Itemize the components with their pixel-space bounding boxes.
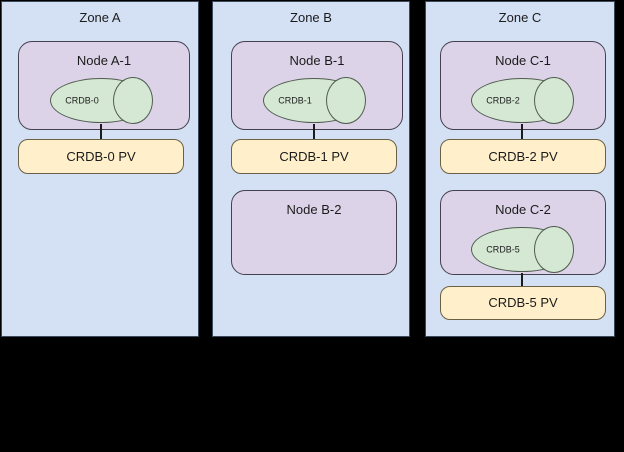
cylinder-cap	[534, 226, 574, 273]
connector-node-c-2-to-pv	[521, 273, 523, 289]
node-b-2-title: Node B-2	[286, 202, 342, 217]
connector-node-c-1-to-pv	[521, 124, 523, 142]
connector-node-b-1-to-pv	[313, 124, 315, 142]
zone-b-title: Zone B	[290, 10, 332, 25]
connector-node-a-1-to-pv	[100, 124, 102, 142]
zone-b: Zone B Node B-1 CRDB-1 CRDB-1 PV Node B-…	[212, 1, 410, 337]
persistent-volume-crdb-5: CRDB-5 PV	[440, 286, 606, 320]
node-c-1: Node C-1 CRDB-2	[440, 41, 606, 130]
pv-label: CRDB-1 PV	[279, 148, 349, 164]
zone-a-title: Zone A	[79, 10, 121, 25]
node-c-1-title: Node C-1	[495, 53, 551, 68]
cylinder-cap	[113, 77, 153, 124]
zone-c-title: Zone C	[498, 10, 542, 25]
persistent-volume-crdb-1: CRDB-1 PV	[231, 139, 397, 174]
persistent-volume-crdb-0: CRDB-0 PV	[18, 139, 184, 174]
node-b-1: Node B-1 CRDB-1	[231, 41, 403, 130]
node-c-2-title: Node C-2	[495, 202, 551, 217]
database-cylinder-crdb-1: CRDB-1	[263, 77, 366, 124]
pv-label: CRDB-0 PV	[66, 148, 136, 164]
database-label: CRDB-2	[486, 95, 520, 105]
cylinder-cap	[326, 77, 366, 124]
node-b-2: Node B-2	[231, 190, 397, 275]
node-a-1: Node A-1 CRDB-0	[18, 41, 190, 130]
database-cylinder-crdb-0: CRDB-0	[50, 77, 153, 124]
pv-label: CRDB-2 PV	[488, 148, 558, 164]
node-c-2: Node C-2 CRDB-5	[440, 190, 606, 275]
pv-label: CRDB-5 PV	[488, 295, 558, 310]
database-cylinder-crdb-5: CRDB-5	[471, 226, 574, 273]
database-label: CRDB-0	[65, 95, 99, 105]
database-cylinder-crdb-2: CRDB-2	[471, 77, 574, 124]
database-label: CRDB-1	[278, 95, 312, 105]
persistent-volume-crdb-2: CRDB-2 PV	[440, 139, 606, 174]
cylinder-cap	[534, 77, 574, 124]
database-label: CRDB-5	[486, 244, 520, 254]
node-a-1-title: Node A-1	[76, 53, 132, 68]
zone-c: Zone C Node C-1 CRDB-2 CRDB-2 PV Node C-…	[425, 1, 615, 337]
node-b-1-title: Node B-1	[289, 53, 345, 68]
zone-a: Zone A Node A-1 CRDB-0 CRDB-0 PV	[1, 1, 199, 337]
